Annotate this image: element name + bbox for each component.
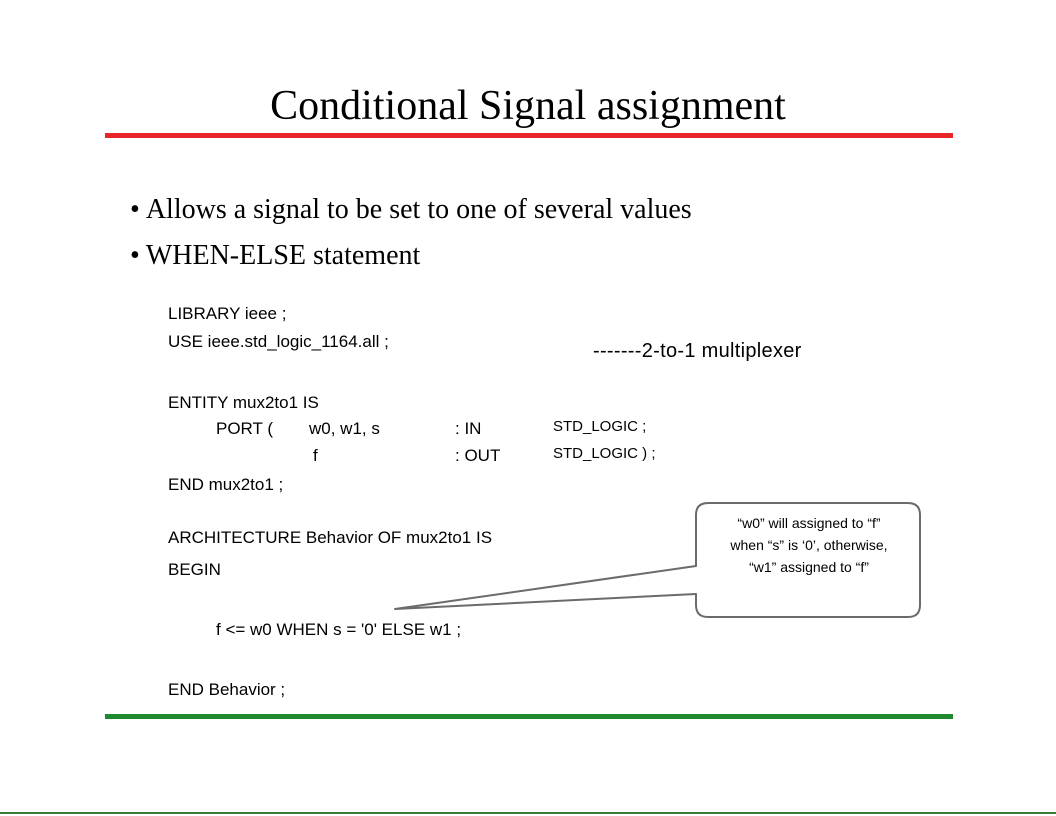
code-end-architecture: END Behavior ; bbox=[168, 680, 286, 699]
code-use: USE ieee.std_logic_1164.all ; bbox=[168, 332, 389, 351]
code-end-entity: END mux2to1 ; bbox=[168, 475, 284, 494]
code-comment: -------2-to-1 multiplexer bbox=[593, 340, 802, 362]
title-underline-red bbox=[105, 133, 953, 138]
code-entity: ENTITY mux2to1 IS bbox=[168, 393, 319, 412]
callout-line-2: when “s” is ‘0’, otherwise, bbox=[730, 537, 888, 553]
bullet-item-1: •Allows a signal to be set to one of sev… bbox=[130, 196, 692, 224]
code-library: LIBRARY ieee ; bbox=[168, 304, 287, 323]
code-port-out-mode: : OUT bbox=[455, 446, 501, 465]
slide-title: Conditional Signal assignment bbox=[270, 83, 786, 129]
callout-line-1: “w0” will assigned to “f” bbox=[737, 515, 881, 531]
code-port-in-signals: w0, w1, s bbox=[309, 419, 380, 438]
callout-outline bbox=[394, 502, 921, 618]
bullet-text-2: WHEN-ELSE statement bbox=[145, 240, 421, 271]
callout-text: “w0” will assigned to “f” when “s” is ‘0… bbox=[700, 512, 918, 578]
code-port-out-type: STD_LOGIC ) ; bbox=[553, 445, 656, 462]
code-begin: BEGIN bbox=[168, 560, 221, 579]
code-port-in-type: STD_LOGIC ; bbox=[553, 418, 647, 435]
code-port-out-signal: f bbox=[313, 446, 318, 465]
bullet-dot-icon: • bbox=[130, 194, 140, 225]
bullet-dot-icon: • bbox=[130, 240, 140, 271]
code-port-in-mode: : IN bbox=[455, 419, 482, 438]
callout-line-3: “w1” assigned to “f” bbox=[749, 559, 869, 575]
code-port-open: PORT ( bbox=[216, 419, 273, 438]
slide-bottom-edge bbox=[0, 812, 1056, 814]
bullet-text-1: Allows a signal to be set to one of seve… bbox=[145, 194, 692, 225]
bullet-item-2: •WHEN-ELSE statement bbox=[130, 242, 420, 270]
footer-rule-green bbox=[105, 714, 953, 719]
code-architecture: ARCHITECTURE Behavior OF mux2to1 IS bbox=[168, 528, 493, 547]
code-assignment: f <= w0 WHEN s = '0' ELSE w1 ; bbox=[216, 620, 462, 639]
